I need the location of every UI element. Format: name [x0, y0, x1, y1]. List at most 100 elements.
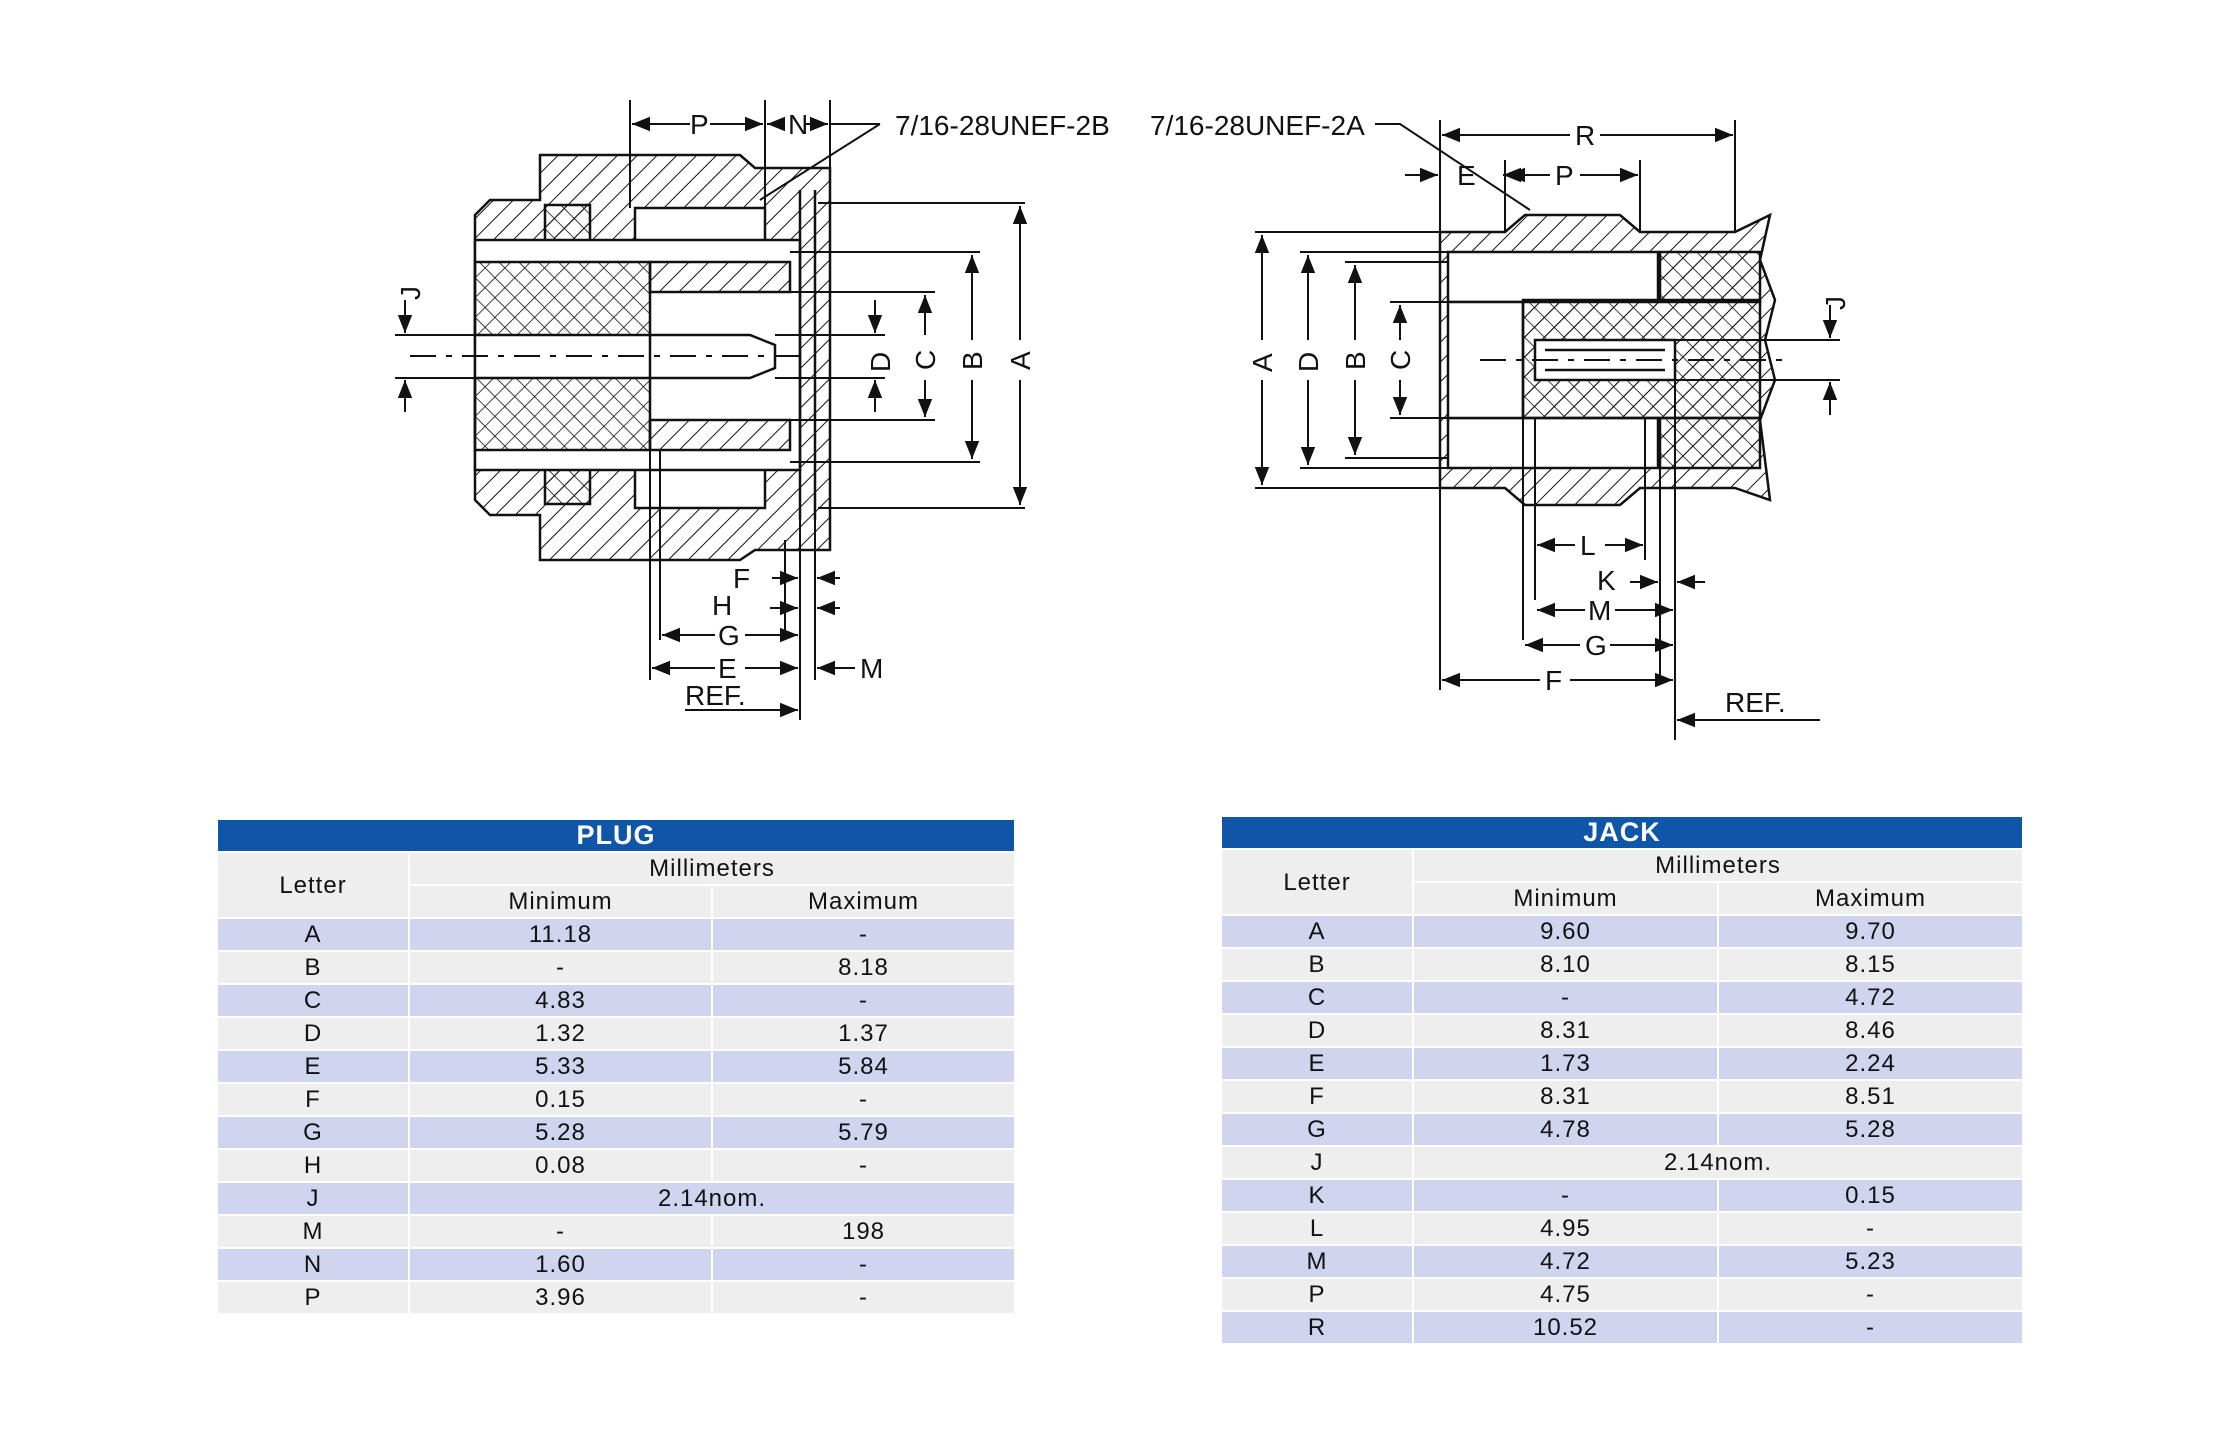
jack-label-R: R: [1575, 120, 1595, 151]
plug-label-M: M: [860, 653, 883, 684]
cell-max: 1.37: [710, 1016, 1017, 1051]
jack-label-G: G: [1585, 630, 1607, 661]
jack-thread-label: 7/16-28UNEF-2A: [1150, 110, 1365, 141]
cell-letter: N: [216, 1247, 410, 1282]
plug-label-A: A: [1005, 351, 1036, 370]
jack-label-K: K: [1597, 565, 1616, 596]
plug-max-header: Maximum: [710, 884, 1017, 919]
cell-letter: D: [216, 1016, 410, 1051]
cell-min: 5.28: [408, 1115, 713, 1150]
cell-min: 3.96: [408, 1280, 713, 1315]
cell-max: -: [710, 917, 1017, 952]
cell-max: 2.24: [1716, 1046, 2025, 1081]
cell-min: 1.60: [408, 1247, 713, 1282]
jack-label-ref: REF.: [1725, 687, 1786, 718]
cell-letter: G: [1220, 1112, 1414, 1147]
cell-min: -: [408, 950, 713, 985]
table-row: K-0.15: [1220, 1178, 2025, 1213]
plug-label-N: N: [788, 109, 808, 140]
cell-letter: K: [1220, 1178, 1414, 1213]
plug-label-P: P: [690, 109, 709, 140]
jack-insulator-hatch: [1658, 250, 1762, 304]
jack-label-J: J: [1820, 296, 1851, 310]
cell-min: 4.72: [1412, 1244, 1719, 1279]
cell-max: 9.70: [1716, 914, 2025, 949]
jack-max-header: Maximum: [1716, 881, 2025, 916]
plug-table-title: PLUG: [215, 818, 1017, 853]
cell-max: -: [710, 1247, 1017, 1282]
cell-min: 4.78: [1412, 1112, 1719, 1147]
plug-label-C: C: [910, 350, 941, 370]
cell-max: 8.46: [1716, 1013, 2025, 1048]
cell-letter: M: [1220, 1244, 1414, 1279]
plug-thread-label: 7/16-28UNEF-2B: [895, 110, 1110, 141]
plug-label-G: G: [718, 620, 740, 651]
cell-max: 8.18: [710, 950, 1017, 985]
cell-letter: J: [216, 1181, 410, 1216]
plug-label-D: D: [865, 352, 896, 372]
jack-label-B: B: [1340, 351, 1371, 370]
cell-min: 5.33: [408, 1049, 713, 1084]
cell-letter: F: [1220, 1079, 1414, 1114]
cell-max: -: [710, 1082, 1017, 1117]
cell-min: 8.31: [1412, 1079, 1719, 1114]
cell-max: 5.79: [710, 1115, 1017, 1150]
cell-min: -: [408, 1214, 713, 1249]
jack-table: JACK Letter Millimeters Minimum Maximum …: [1219, 815, 2025, 1345]
jack-unit-header: Millimeters: [1411, 848, 2025, 883]
plug-label-ref: REF.: [685, 680, 746, 711]
cell-min: 4.95: [1412, 1211, 1719, 1246]
cell-letter: R: [1220, 1310, 1414, 1345]
cell-max: -: [1716, 1277, 2025, 1312]
plug-label-H: H: [712, 590, 732, 621]
plug-drawing: [473, 153, 832, 562]
cell-max: 0.15: [1716, 1178, 2025, 1213]
cell-max: 8.15: [1716, 947, 2025, 982]
table-row: M-198: [216, 1214, 1017, 1249]
table-row: C-4.72: [1220, 980, 2025, 1015]
cell-max: 5.84: [710, 1049, 1017, 1084]
cell-letter: D: [1220, 1013, 1414, 1048]
cell-min: 0.15: [408, 1082, 713, 1117]
plug-letter-header: Letter: [216, 851, 410, 919]
plug-label-E: E: [718, 653, 737, 684]
cell-min: 11.18: [408, 917, 713, 952]
plug-pin: [648, 333, 777, 380]
jack-label-L: L: [1580, 530, 1596, 561]
cell-letter: C: [1220, 980, 1414, 1015]
cell-letter: A: [216, 917, 410, 952]
cell-letter: J: [1220, 1145, 1414, 1180]
jack-label-F: F: [1545, 665, 1562, 696]
cell-letter: P: [1220, 1277, 1414, 1312]
cell-max: 198: [710, 1214, 1017, 1249]
plug-table: PLUG Letter Millimeters Minimum Maximum …: [215, 818, 1017, 1315]
table-row: B-8.18: [216, 950, 1017, 985]
cell-min: 1.32: [408, 1016, 713, 1051]
cell-max: -: [1716, 1211, 2025, 1246]
cell-letter: B: [1220, 947, 1414, 982]
cell-letter: C: [216, 983, 410, 1018]
jack-label-M: M: [1588, 595, 1611, 626]
cell-min: -: [1412, 1178, 1719, 1213]
cell-letter: P: [216, 1280, 410, 1315]
